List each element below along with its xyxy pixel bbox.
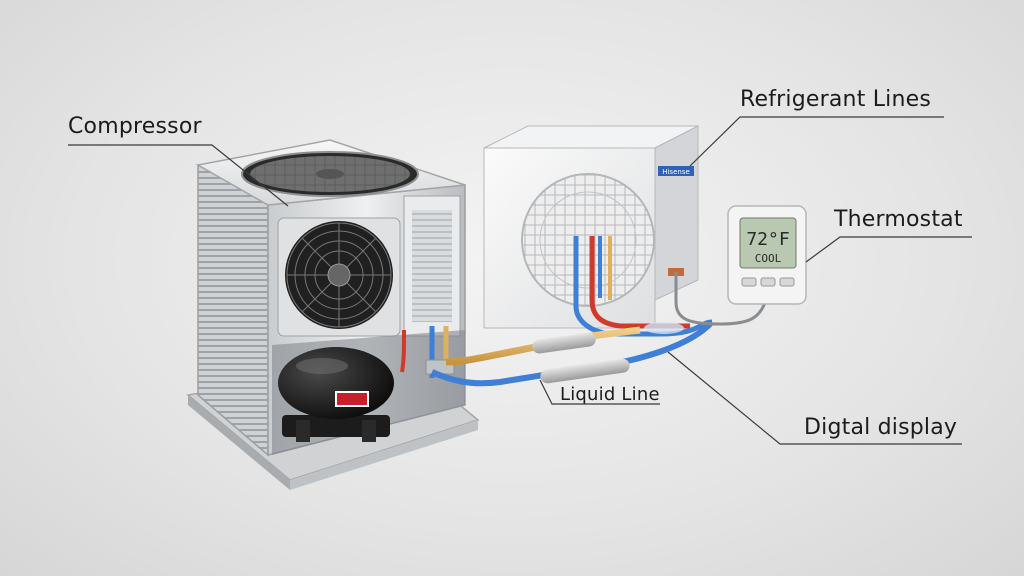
hot-line [589,236,690,329]
indoor-fan-grill [521,173,655,307]
label-digital-display: Digtal display [804,415,958,440]
label-thermostat: Thermostat [834,207,963,232]
compressor-badge [335,391,369,407]
thermostat-mode: COOL [755,252,782,265]
label-compressor: Compressor [68,114,202,139]
compressor [278,347,394,442]
front-fan [277,217,401,337]
brand-badge [658,166,694,176]
outdoor-unit [186,139,480,490]
thermostat: 72°F COOL [727,205,807,305]
brand-badge-text: Hisense [662,168,690,176]
label-refrigerant-lines: Refrigerant Lines [740,87,932,112]
thermostat-button-3 [779,277,795,287]
thermostat-button-1 [741,277,757,287]
leader-lines [68,116,972,445]
refrigerant-pipes [430,236,768,387]
indoor-unit: Hisense [483,125,699,329]
top-fan [241,151,419,197]
thermostat-screen [739,217,797,269]
label-liquid-line: Liquid Line [560,384,660,405]
thermostat-button-2 [760,277,776,287]
thermostat-temperature: 72°F [746,229,789,250]
